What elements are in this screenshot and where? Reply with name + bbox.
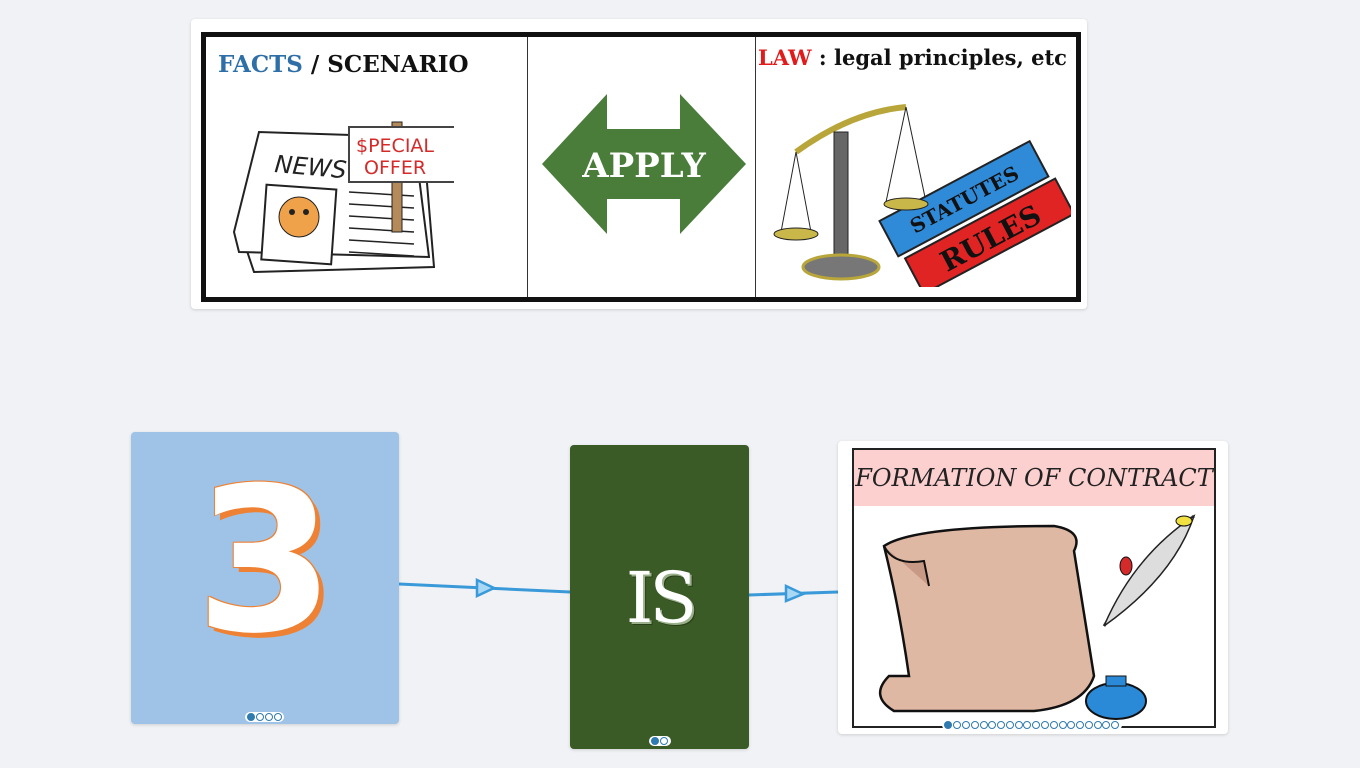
pager-dot[interactable]	[1032, 721, 1041, 729]
arrow-head-icon	[784, 584, 807, 603]
pager-dot[interactable]	[979, 721, 988, 729]
facts-panel: FACTS / SCENARIO NEWS $PECIAL OFFER	[206, 37, 528, 297]
svg-text:OFFER: OFFER	[364, 157, 426, 179]
pager-dot[interactable]	[1058, 721, 1067, 729]
pager-dot[interactable]	[1049, 721, 1058, 729]
pager-dot[interactable]	[651, 737, 660, 745]
pager-dot[interactable]	[273, 713, 282, 721]
svg-text:NEWS: NEWS	[273, 150, 347, 184]
double-arrow-icon: APPLY	[542, 94, 746, 234]
pager-dot[interactable]	[1014, 721, 1023, 729]
apply-panel: APPLY	[528, 37, 756, 297]
pager-dot[interactable]	[660, 737, 669, 745]
svg-text:APPLY: APPLY	[581, 146, 706, 186]
pager-dot[interactable]	[256, 713, 265, 721]
pager-dot[interactable]	[1102, 721, 1111, 729]
is-text: IS	[625, 557, 698, 639]
pager-dot[interactable]	[970, 721, 979, 729]
contract-title: FORMATION OF CONTRACT	[854, 450, 1214, 506]
facts-apply-law-image-card[interactable]: FACTS / SCENARIO NEWS $PECIAL OFFER	[191, 19, 1087, 309]
pager-dot[interactable]	[997, 721, 1006, 729]
contract-image-frame: FORMATION OF CONTRACT	[852, 448, 1216, 728]
pager-dot[interactable]	[1084, 721, 1093, 729]
is-card[interactable]: IS	[570, 445, 749, 749]
pager-dot[interactable]	[247, 713, 256, 721]
card-pager[interactable]	[245, 712, 285, 722]
card-pager[interactable]	[649, 736, 671, 746]
pager-dot[interactable]	[1040, 721, 1049, 729]
pager-dot[interactable]	[988, 721, 997, 729]
pager-dot[interactable]	[1093, 721, 1102, 729]
card-pager[interactable]	[942, 720, 1122, 730]
facts-title: FACTS / SCENARIO	[218, 51, 469, 78]
scroll-and-quill-illustration-icon	[879, 514, 1196, 720]
law-panel: LAW : legal principles, etc RULES STATUT…	[756, 37, 1076, 297]
formation-of-contract-card[interactable]: FORMATION OF CONTRACT	[838, 441, 1228, 734]
image-frame: FACTS / SCENARIO NEWS $PECIAL OFFER	[201, 32, 1081, 302]
arrow-head-icon	[475, 578, 497, 598]
pager-dot[interactable]	[1023, 721, 1032, 729]
pager-dot[interactable]	[1005, 721, 1014, 729]
number-three-text: 3	[195, 445, 335, 678]
newspaper-illustration-icon: NEWS $PECIAL OFFER	[232, 121, 454, 274]
pager-dot[interactable]	[1111, 721, 1120, 729]
pager-dot[interactable]	[1076, 721, 1085, 729]
pager-dot[interactable]	[961, 721, 970, 729]
pager-dot[interactable]	[953, 721, 962, 729]
number-three-card[interactable]: 3	[131, 432, 399, 724]
svg-text:$PECIAL: $PECIAL	[356, 135, 434, 157]
pager-dot[interactable]	[264, 713, 273, 721]
scales-and-books-illustration-icon: RULES STATUTES	[773, 104, 1071, 287]
pager-dot[interactable]	[944, 721, 953, 729]
pager-dot[interactable]	[1067, 721, 1076, 729]
law-title: LAW : legal principles, etc	[758, 45, 1067, 70]
